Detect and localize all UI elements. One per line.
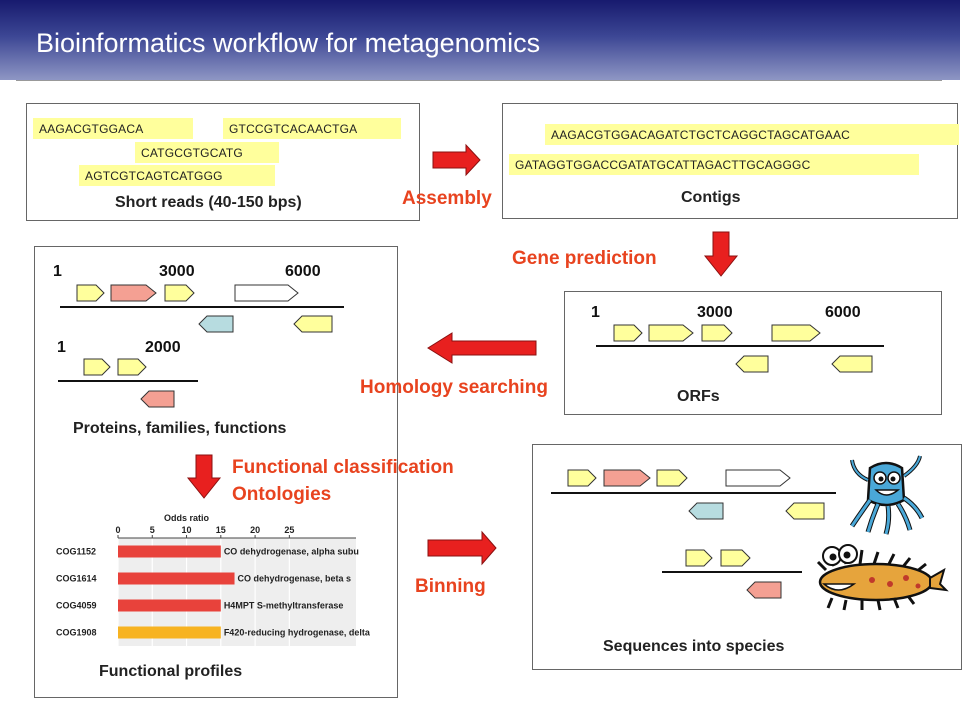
- tick-label: 0: [115, 525, 120, 535]
- read-sequence: AGTCGTCAGTCATGGG: [79, 165, 275, 186]
- contig-sequence: GATAGGTGGACCGATATGCATTAGACTTGCAGGGC: [509, 154, 919, 175]
- category-label: COG1908: [56, 628, 97, 638]
- contigs-panel: AAGACGTGGACAGATCTGCTCAGGCTAGCATGAAC GATA…: [502, 103, 959, 219]
- bar-label: H4MPT S-methyltransferase: [224, 601, 344, 611]
- coord-label: 1: [57, 339, 66, 356]
- arrow-right-icon: [432, 143, 481, 177]
- short-reads-panel: AAGACGTGGACA GTCCGTCACAACTGA CATGCGTGCAT…: [26, 103, 420, 221]
- read-sequence: AAGACGTGGACA: [33, 118, 193, 139]
- coord-label: 1: [53, 263, 62, 280]
- read-sequence: CATGCGTGCATG: [135, 142, 279, 163]
- read-sequence: GTCCGTCACAACTGA: [223, 118, 401, 139]
- tick-label: 10: [182, 525, 192, 535]
- bar: [118, 626, 221, 639]
- category-label: COG1614: [56, 574, 97, 584]
- bar: [118, 572, 235, 585]
- tick-label: 25: [284, 525, 294, 535]
- coord-label: 3000: [697, 304, 733, 321]
- step-ontologies: Ontologies: [232, 484, 332, 505]
- bar-label: CO dehydrogenase, beta s: [238, 574, 352, 584]
- orange-microbe-icon: [816, 544, 949, 611]
- tick-label: 5: [150, 525, 155, 535]
- orfs-panel: 1 3000 6000 ORFs: [564, 291, 942, 415]
- contigs-caption: Contigs: [681, 189, 741, 206]
- title-divider: [16, 80, 942, 81]
- step-homology-searching: Homology searching: [360, 377, 548, 398]
- blue-microbe-icon: [849, 455, 925, 535]
- tick-label: 20: [250, 525, 260, 535]
- arrow-down-icon: [703, 231, 739, 277]
- chart-title: Odds ratio: [164, 513, 210, 523]
- bar: [118, 599, 221, 612]
- arrow-left-icon: [427, 332, 537, 364]
- bar: [118, 545, 221, 558]
- profiles-caption: Functional profiles: [99, 663, 243, 680]
- short-reads-caption: Short reads (40-150 bps): [115, 194, 302, 211]
- title-bar: Bioinformatics workflow for metagenomics: [0, 0, 960, 80]
- step-gene-prediction: Gene prediction: [512, 248, 657, 269]
- bar-label: CO dehydrogenase, alpha subu: [224, 547, 359, 557]
- page-title: Bioinformatics workflow for metagenomics: [36, 28, 541, 58]
- bar-label: F420-reducing hydrogenase, delta: [224, 628, 371, 638]
- coord-label: 3000: [159, 263, 195, 280]
- coord-label: 6000: [825, 304, 861, 321]
- tick-label: 15: [216, 525, 226, 535]
- step-binning: Binning: [415, 576, 486, 597]
- step-functional-classification: Functional classification: [232, 457, 454, 478]
- category-label: COG4059: [56, 601, 97, 611]
- coord-label: 2000: [145, 339, 181, 356]
- category-label: COG1152: [56, 547, 96, 557]
- step-assembly: Assembly: [402, 188, 492, 209]
- proteins-caption: Proteins, families, functions: [73, 420, 287, 437]
- coord-label: 6000: [285, 263, 321, 280]
- orfs-caption: ORFs: [677, 388, 720, 405]
- species-caption: Sequences into species: [603, 638, 785, 655]
- arrow-right-icon: [427, 530, 497, 566]
- coord-label: 1: [591, 304, 600, 321]
- contig-sequence: AAGACGTGGACAGATCTGCTCAGGCTAGCATGAAC: [545, 124, 959, 145]
